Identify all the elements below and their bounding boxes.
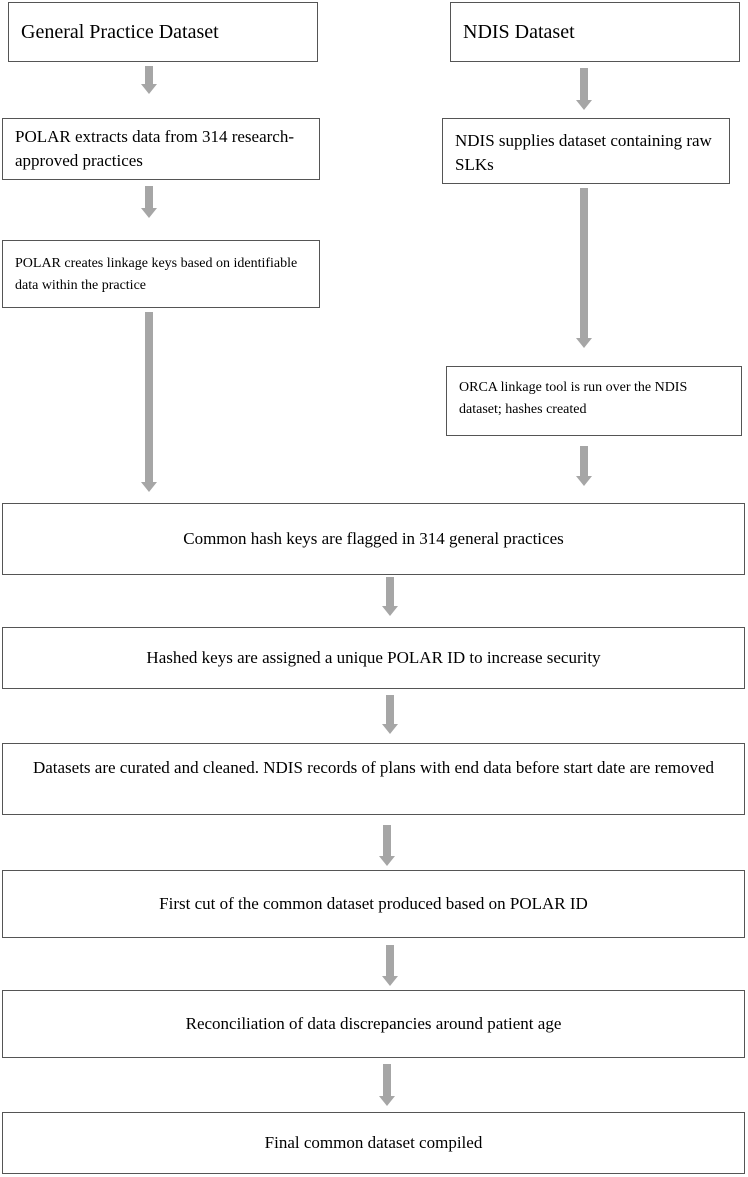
gp-extract-label: POLAR extracts data from 314 research-ap…	[15, 127, 294, 170]
common-step-4-box: First cut of the common dataset produced…	[2, 870, 745, 938]
common-step-4-label: First cut of the common dataset produced…	[159, 894, 588, 913]
common-step-1-box: Common hash keys are flagged in 314 gene…	[2, 503, 745, 575]
arrow-common-3	[379, 825, 395, 866]
common-step-3-label: Datasets are curated and cleaned. NDIS r…	[32, 758, 715, 777]
orca-linkage-label: ORCA linkage tool is run over the NDIS d…	[459, 380, 688, 417]
common-step-2-label: Hashed keys are assigned a unique POLAR …	[146, 648, 601, 667]
arrow-common-4	[382, 945, 398, 986]
ndis-supply-label: NDIS supplies dataset containing raw SLK…	[455, 131, 712, 174]
gp-dataset-box: General Practice Dataset	[8, 2, 318, 62]
common-step-6-label: Final common dataset compiled	[264, 1133, 483, 1152]
common-step-3-box: Datasets are curated and cleaned. NDIS r…	[2, 743, 745, 815]
arrow-gp-2	[141, 186, 157, 218]
common-step-5-label: Reconciliation of data discrepancies aro…	[185, 1014, 562, 1033]
gp-dataset-label: General Practice Dataset	[21, 21, 219, 43]
gp-extract-box: POLAR extracts data from 314 research-ap…	[2, 118, 320, 180]
ndis-dataset-box: NDIS Dataset	[450, 2, 740, 62]
orca-linkage-box: ORCA linkage tool is run over the NDIS d…	[446, 366, 742, 436]
arrow-ndis-1	[576, 68, 592, 110]
arrow-common-2	[382, 695, 398, 734]
gp-linkage-label: POLAR creates linkage keys based on iden…	[15, 256, 298, 293]
arrow-common-5	[379, 1064, 395, 1106]
gp-linkage-box: POLAR creates linkage keys based on iden…	[2, 240, 320, 308]
ndis-supply-box: NDIS supplies dataset containing raw SLK…	[442, 118, 730, 184]
common-step-5-box: Reconciliation of data discrepancies aro…	[2, 990, 745, 1058]
common-step-6-box: Final common dataset compiled	[2, 1112, 745, 1174]
arrow-ndis-2	[576, 188, 592, 348]
arrow-common-1	[382, 577, 398, 616]
arrow-gp-3	[141, 312, 157, 492]
ndis-dataset-label: NDIS Dataset	[463, 21, 575, 43]
arrow-ndis-3	[576, 446, 592, 486]
common-step-2-box: Hashed keys are assigned a unique POLAR …	[2, 627, 745, 689]
arrow-gp-1	[141, 66, 157, 94]
common-step-1-label: Common hash keys are flagged in 314 gene…	[183, 529, 564, 548]
